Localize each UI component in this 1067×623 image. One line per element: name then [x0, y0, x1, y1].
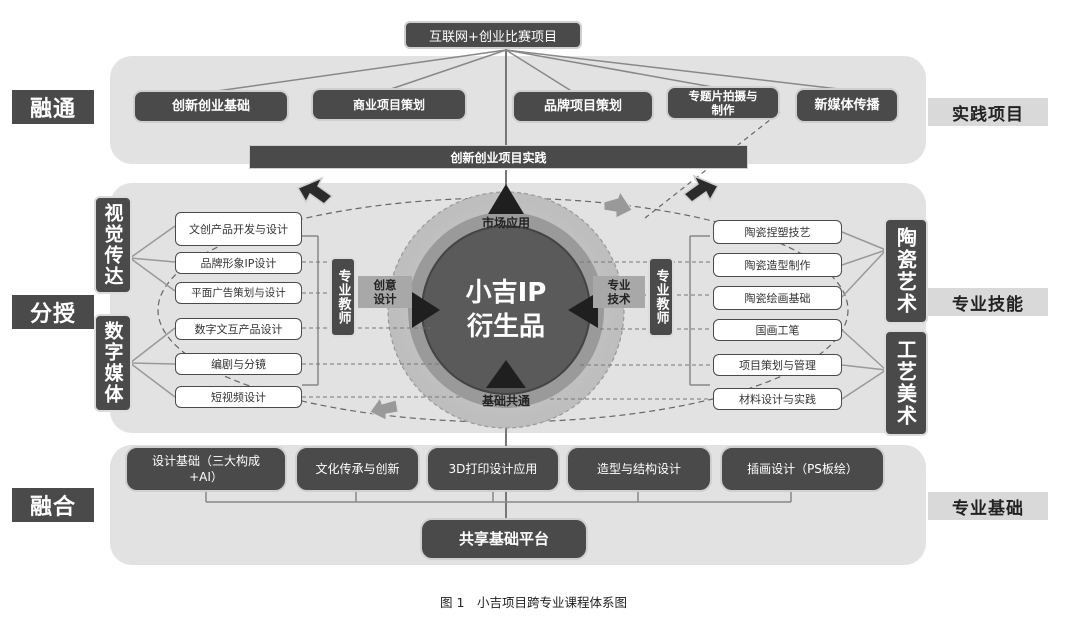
left-course-4: 数字文互产品设计 — [175, 318, 302, 340]
top-box-documentary: 专题片拍摄与 制作 — [666, 86, 780, 120]
group-digital-media: 数字媒体 — [94, 314, 132, 412]
right-course-3: 陶瓷绘画基础 — [713, 286, 842, 310]
top-box-innovation-basics: 创新创业基础 — [133, 90, 289, 123]
left-course-5: 编剧与分镜 — [175, 353, 302, 375]
competition-header: 互联网+创业比赛项目 — [404, 21, 582, 49]
group-ceramic-art: 陶瓷艺术 — [884, 218, 928, 324]
figure-caption: 图 1 小吉项目跨专业课程体系图 — [440, 595, 627, 610]
group-visual-communication: 视觉传达 — [94, 196, 132, 294]
teacher-right: 专业教师 — [648, 257, 674, 337]
professional-tech-text: 专业 技术 — [607, 278, 631, 306]
bottom-box-illustration: 插画设计（PS板绘） — [720, 446, 885, 492]
center-title-line1: 小吉IP — [465, 278, 547, 308]
design-basics-text: 设计基础（三大构成 +AI） — [151, 454, 260, 484]
bottom-box-culture: 文化传承与创新 — [295, 446, 420, 492]
top-box-business-planning: 商业项目策划 — [311, 88, 467, 121]
right-course-6: 材料设计与实践 — [713, 388, 842, 410]
label-practice-projects: 实践项目 — [928, 98, 1048, 126]
ribbon-professional-tech: 专业 技术 — [593, 276, 645, 308]
right-course-2: 陶瓷造型制作 — [713, 253, 842, 277]
foundation-common-label: 基础共通 — [481, 394, 530, 408]
group-craft-art: 工艺美术 — [884, 330, 928, 436]
center-title-line2: 衍生品 — [466, 312, 545, 342]
creative-design-text: 创意 设计 — [373, 278, 397, 306]
top-box-new-media: 新媒体传播 — [795, 88, 899, 123]
label-professional-foundation: 专业基础 — [928, 492, 1048, 520]
label-fenshou: 分授 — [12, 295, 94, 329]
bottom-box-design-basics: 设计基础（三大构成 +AI） — [125, 446, 287, 492]
label-professional-skills: 专业技能 — [928, 288, 1048, 316]
shared-platform: 共享基础平台 — [420, 518, 588, 560]
center-title: 小吉IP 衍生品 — [436, 270, 576, 350]
teacher-left: 专业教师 — [330, 257, 356, 337]
market-application-label: 市场应用 — [481, 216, 530, 230]
left-course-6: 短视频设计 — [175, 386, 302, 408]
left-course-3: 平面广告策划与设计 — [175, 282, 302, 304]
bottom-box-modeling: 造型与结构设计 — [566, 446, 712, 492]
documentary-text: 专题片拍摄与 制作 — [688, 89, 758, 117]
right-course-1: 陶瓷捏塑技艺 — [713, 220, 842, 244]
innovation-practice-bar: 创新创业项目实践 — [249, 145, 748, 169]
left-course-1: 文创产品开发与设计 — [175, 212, 302, 246]
label-ronghe: 融合 — [12, 488, 94, 522]
ribbon-creative-design: 创意 设计 — [358, 276, 412, 308]
right-course-4: 国画工笔 — [713, 319, 842, 341]
right-course-5: 项目策划与管理 — [713, 354, 842, 376]
left-course-2: 品牌形象IP设计 — [175, 252, 302, 274]
label-rongtong: 融通 — [12, 90, 94, 124]
bottom-box-3d-printing: 3D打印设计应用 — [426, 446, 560, 492]
top-box-brand-planning: 品牌项目策划 — [512, 90, 654, 123]
